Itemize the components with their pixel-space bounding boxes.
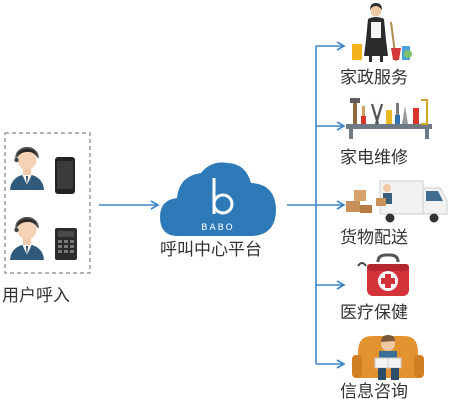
service-label-healthcare: 医疗保健	[340, 303, 408, 323]
reading-man-icon	[352, 335, 424, 380]
agent-with-smartphone-icon	[10, 147, 75, 194]
first-aid-kit-icon	[357, 253, 409, 296]
call-center-label: 呼叫中心平台	[160, 240, 262, 260]
callers-label: 用户呼入	[2, 286, 70, 306]
service-label-housekeeping: 家政服务	[340, 68, 408, 88]
babo-cloud-logo: BABO	[160, 162, 276, 236]
housekeeper-icon	[352, 3, 412, 62]
repair-tools-icon	[346, 98, 432, 139]
service-label-appliance-repair: 家电维修	[340, 148, 408, 168]
delivery-truck-icon	[346, 180, 448, 223]
agent-with-desk-phone-icon	[10, 217, 77, 260]
service-label-information: 信息咨询	[340, 382, 408, 402]
callers-box	[4, 132, 91, 274]
service-label-delivery: 货物配送	[340, 228, 408, 248]
svg-text:BABO: BABO	[201, 223, 234, 233]
